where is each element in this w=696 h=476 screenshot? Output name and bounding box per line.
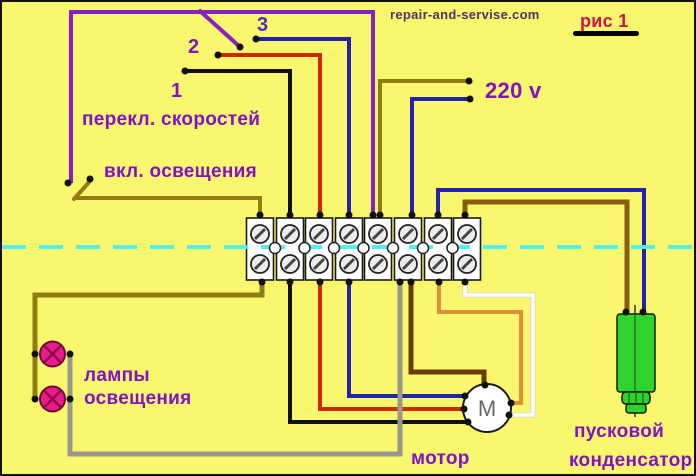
connection-dot [256, 211, 264, 219]
watermark: repair-and-servise.com [390, 7, 540, 22]
speed-switch-lever [198, 9, 242, 49]
connection-dot [434, 211, 442, 219]
terminal-hole [298, 241, 311, 255]
light-switch-label: вкл. освещения [104, 161, 258, 182]
connection-dot [31, 350, 39, 358]
connection-dot [435, 278, 443, 286]
connection-dot [64, 179, 72, 187]
terminal-unit [245, 217, 275, 281]
wire-motor-brown [408, 281, 487, 385]
connection-dot [316, 278, 324, 286]
connection-dot [345, 278, 353, 286]
speed-1-label: 1 [171, 80, 183, 102]
connection-dot [505, 411, 513, 419]
connection-dot [236, 43, 244, 51]
connection-dot [481, 381, 489, 389]
connection-dot [464, 418, 472, 426]
wire-speed-common-purple [69, 10, 375, 217]
wire-light-switch-olive [72, 178, 262, 216]
connection-dot [86, 175, 94, 183]
terminal-hole [386, 241, 400, 255]
connection-dot [466, 95, 474, 103]
connection-dot [465, 77, 473, 85]
connection-dot [316, 211, 324, 219]
wire-capacitor-blue [436, 188, 646, 312]
connection-dot [286, 278, 294, 286]
connection-dot [461, 211, 469, 219]
terminal-holes [268, 241, 459, 255]
wire-motor-orange [437, 281, 523, 405]
terminal-hole [357, 241, 370, 255]
lamp-icon-1 [39, 340, 66, 368]
terminal-hole [268, 241, 282, 255]
connection-dot [376, 211, 384, 219]
figure-underline [573, 31, 639, 36]
connection-dot [181, 67, 189, 75]
speed-3-label: 3 [257, 14, 269, 36]
connection-dots [31, 35, 647, 426]
terminal-hole [416, 241, 430, 255]
capacitor-icon [616, 305, 656, 417]
speed-2-label: 2 [188, 36, 200, 58]
connection-dot [461, 278, 469, 286]
connection-dot [252, 35, 260, 43]
wire-speed-3-blue [256, 37, 465, 398]
speed-switch-label: перекл. скоростей [82, 109, 261, 130]
wire-lamp-feed-olive [32, 281, 265, 399]
voltage-label: 220 v [485, 78, 542, 103]
wire-220v-blue [410, 97, 470, 216]
connection-dot [31, 395, 39, 403]
connection-dot [258, 278, 266, 286]
connection-dot [507, 399, 515, 407]
figure-label: рис 1 [580, 11, 629, 31]
connection-dot [66, 395, 74, 403]
connection-dot [214, 51, 222, 59]
connection-dot [369, 211, 377, 219]
terminal-hole [446, 241, 459, 255]
wire-speed-1-black [185, 69, 468, 424]
terminal-block [245, 217, 482, 281]
lamp-icon-2 [39, 385, 66, 413]
connection-dot [639, 308, 647, 316]
wire-speed-2-red [218, 53, 464, 411]
wire-motor-white [462, 281, 536, 418]
motor-label: мотор [411, 448, 470, 469]
connection-dot [407, 278, 415, 286]
lamps-label-line2: освещения [84, 388, 192, 409]
connection-dot [66, 350, 74, 358]
motor-icon: M [462, 383, 512, 433]
terminal-hole [327, 241, 341, 255]
connection-dot [408, 211, 416, 219]
wire-220v-olive [378, 79, 469, 216]
connection-dot [622, 308, 630, 316]
capacitor-label-line2: конденсатор [569, 450, 693, 471]
wire-capacitor-brown [462, 199, 630, 312]
connection-dot [345, 211, 353, 219]
connection-dot [460, 405, 468, 413]
connection-dot [286, 211, 294, 219]
lamps-label-line1: лампы [84, 365, 150, 386]
connection-dot [396, 278, 404, 286]
capacitor-label-line1: пусковой [574, 421, 665, 442]
wire-lamp-return-gray [67, 281, 403, 457]
motor-letter: M [478, 396, 496, 421]
connection-dot [461, 392, 469, 400]
